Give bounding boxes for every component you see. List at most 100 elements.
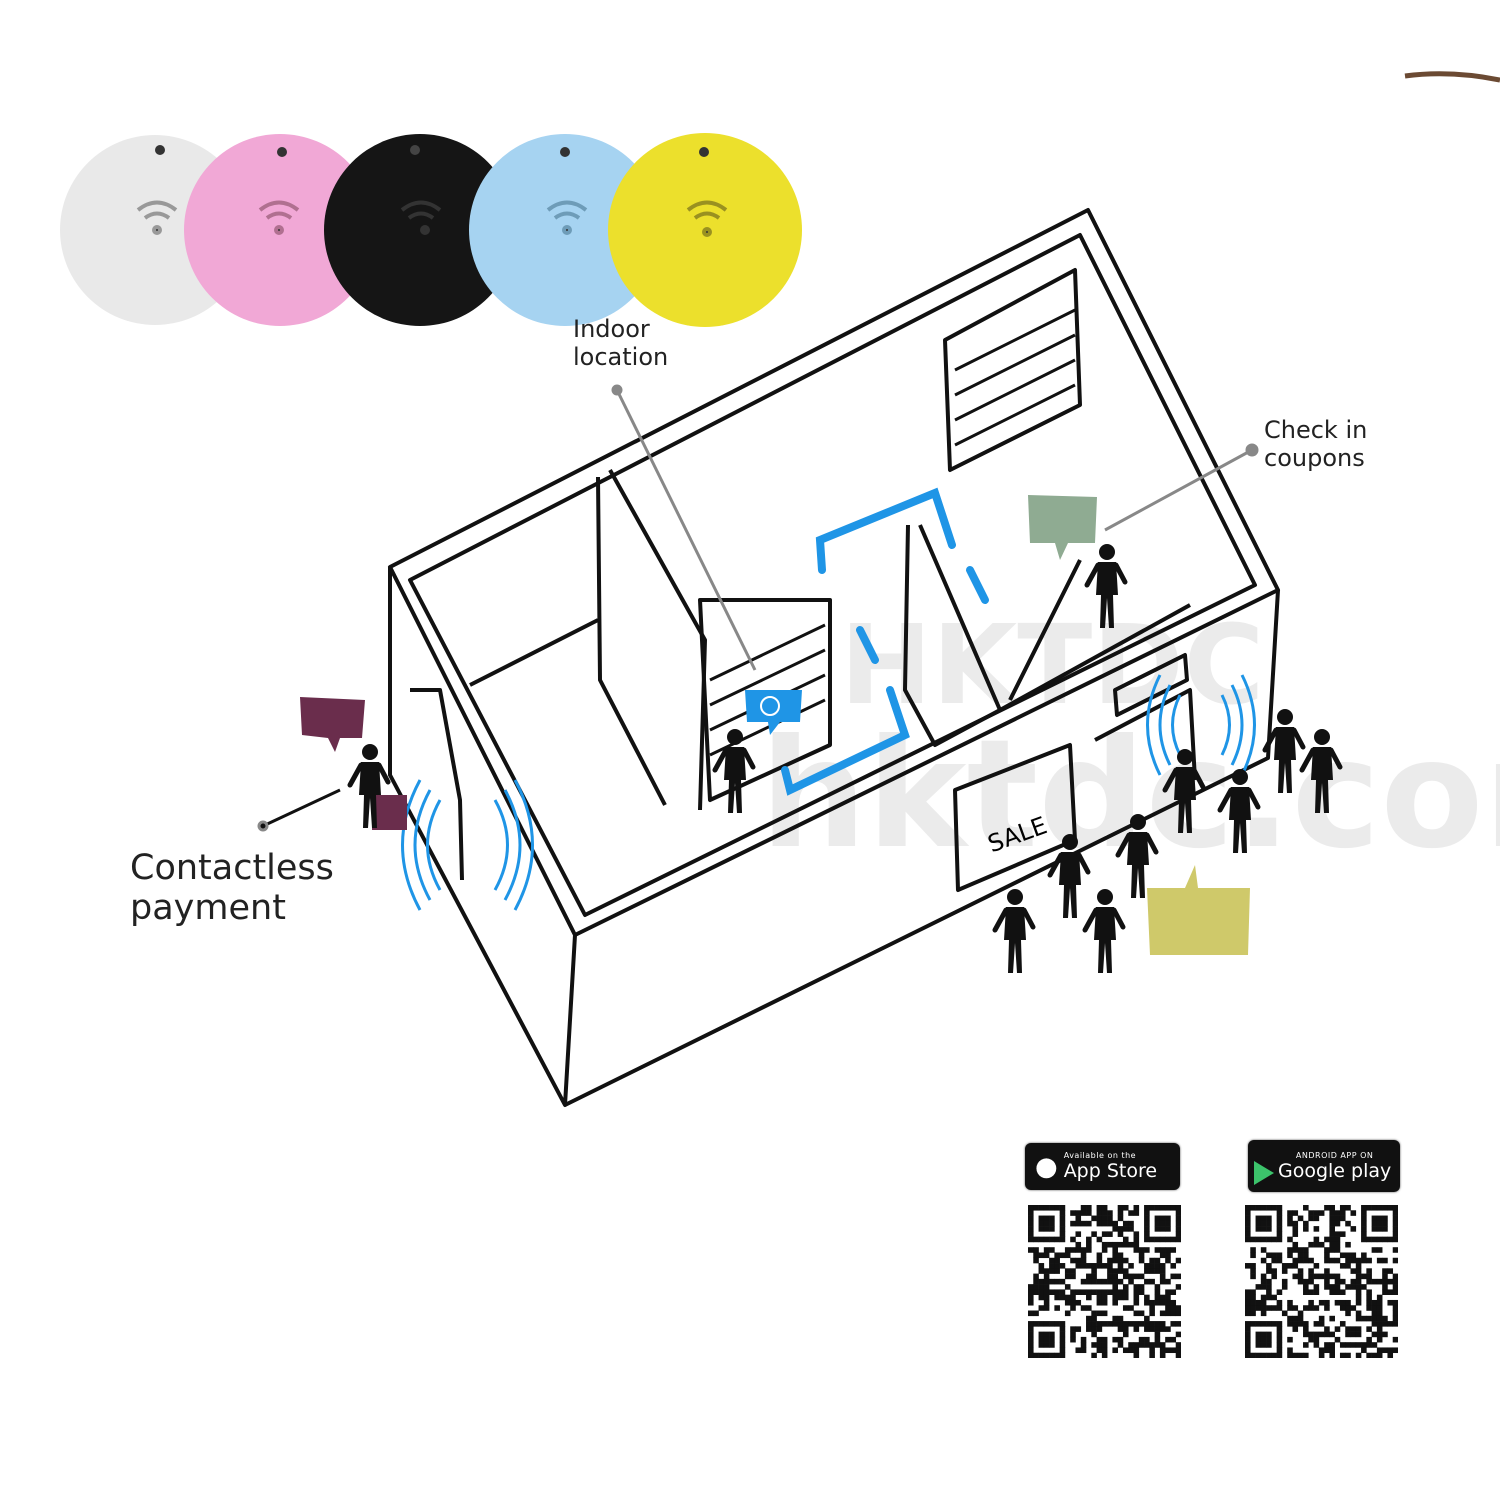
- qr-module: [1260, 1236, 1267, 1243]
- qr-module: [1070, 1336, 1076, 1343]
- qr-module: [1117, 1289, 1124, 1295]
- qr-module: [1133, 1352, 1140, 1358]
- qr-module: [1260, 1321, 1267, 1327]
- qr-module: [1376, 1326, 1383, 1332]
- qr-module: [1255, 1205, 1262, 1211]
- qr-module: [1086, 1305, 1092, 1311]
- qr-module: [1049, 1278, 1055, 1285]
- qr-module: [1049, 1268, 1055, 1274]
- qr-module: [1154, 1205, 1161, 1211]
- qr-module: [1091, 1315, 1097, 1322]
- qr-module: [1049, 1226, 1055, 1232]
- qr-module: [1266, 1352, 1272, 1358]
- sale-sign: SALE: [984, 811, 1051, 858]
- qr-module: [1376, 1315, 1383, 1322]
- qr-module: [1245, 1326, 1251, 1332]
- qr-module: [1043, 1284, 1050, 1290]
- qr-module: [1138, 1289, 1145, 1295]
- qr-module: [1387, 1321, 1394, 1327]
- qr-module: [1250, 1247, 1256, 1253]
- qr-module: [1064, 1310, 1071, 1317]
- qr-module: [1266, 1215, 1272, 1222]
- qr-module: [1366, 1205, 1372, 1211]
- qr-module: [1054, 1268, 1060, 1274]
- app-store-qr-code[interactable]: [1028, 1205, 1181, 1358]
- qr-module: [1038, 1205, 1045, 1211]
- qr-module: [1133, 1236, 1140, 1243]
- qr-module: [1266, 1236, 1272, 1243]
- qr-module: [1303, 1289, 1309, 1295]
- qr-module: [1128, 1342, 1134, 1348]
- qr-module: [1101, 1220, 1108, 1227]
- qr-module: [1175, 1347, 1181, 1354]
- qr-module: [1287, 1263, 1293, 1269]
- qr-module: [1096, 1342, 1103, 1348]
- qr-module: [1355, 1342, 1362, 1348]
- qr-module: [1144, 1336, 1150, 1343]
- app-store-badge[interactable]: ● Available on the App Store: [1025, 1143, 1180, 1190]
- qr-module: [1308, 1289, 1314, 1295]
- qr-module: [1361, 1205, 1367, 1211]
- qr-module: [1175, 1305, 1181, 1311]
- qr-module: [1318, 1352, 1325, 1358]
- qr-module: [1054, 1236, 1060, 1243]
- qr-module: [1345, 1284, 1351, 1290]
- qr-module: [1371, 1352, 1378, 1358]
- qr-module: [1382, 1347, 1388, 1354]
- qr-module: [1287, 1210, 1293, 1216]
- google-play-badge[interactable]: ANDROID APP ON Google play: [1248, 1140, 1400, 1192]
- label-line: Contactless: [130, 848, 334, 888]
- qr-module: [1054, 1278, 1060, 1285]
- qr-module: [1028, 1310, 1034, 1317]
- qr-module: [1033, 1310, 1039, 1317]
- qr-module: [1276, 1226, 1283, 1232]
- qr-module: [1371, 1331, 1378, 1338]
- qr-module: [1028, 1331, 1034, 1338]
- qr-module: [1392, 1299, 1398, 1306]
- qr-module: [1112, 1257, 1118, 1264]
- qr-module: [1038, 1294, 1045, 1301]
- qr-module: [1070, 1247, 1076, 1253]
- qr-module: [1350, 1342, 1357, 1348]
- qr-module: [1122, 1347, 1129, 1354]
- qr-module: [1339, 1299, 1346, 1306]
- qr-module: [1175, 1331, 1181, 1338]
- qr-module: [1112, 1220, 1118, 1227]
- qr-module: [1144, 1205, 1150, 1211]
- qr-module: [1392, 1278, 1398, 1285]
- qr-module: [1154, 1247, 1161, 1253]
- qr-module: [1276, 1331, 1283, 1338]
- qr-module: [1144, 1231, 1150, 1237]
- qr-module: [1345, 1305, 1351, 1311]
- qr-module: [1096, 1220, 1103, 1227]
- qr-module: [1371, 1278, 1378, 1285]
- qr-module: [1308, 1278, 1314, 1285]
- qr-module: [1086, 1263, 1092, 1269]
- google-play-qr-code[interactable]: [1245, 1205, 1398, 1358]
- qr-module: [1250, 1252, 1256, 1259]
- qr-module: [1117, 1215, 1124, 1222]
- qr-module: [1101, 1231, 1108, 1237]
- qr-module: [1054, 1294, 1060, 1301]
- qr-module: [1091, 1278, 1097, 1285]
- qr-module: [1303, 1305, 1309, 1311]
- qr-module: [1028, 1210, 1034, 1216]
- label-line: location: [573, 342, 669, 371]
- qr-module: [1350, 1284, 1357, 1290]
- qr-module: [1345, 1342, 1351, 1348]
- qr-module: [1287, 1352, 1293, 1358]
- qr-module: [1122, 1284, 1129, 1290]
- qr-module: [1175, 1257, 1181, 1264]
- qr-module: [1101, 1299, 1108, 1306]
- qr-module: [1038, 1321, 1045, 1327]
- qr-module: [1245, 1263, 1251, 1269]
- qr-module: [1334, 1210, 1341, 1216]
- qr-module: [1170, 1336, 1177, 1343]
- qr-module: [1117, 1294, 1124, 1301]
- callout-lines: [257, 384, 1259, 832]
- qr-module: [1101, 1310, 1108, 1317]
- qr-module: [1339, 1342, 1346, 1348]
- qr-module: [1345, 1326, 1351, 1332]
- qr-module: [1043, 1215, 1050, 1222]
- qr-module: [1101, 1321, 1108, 1327]
